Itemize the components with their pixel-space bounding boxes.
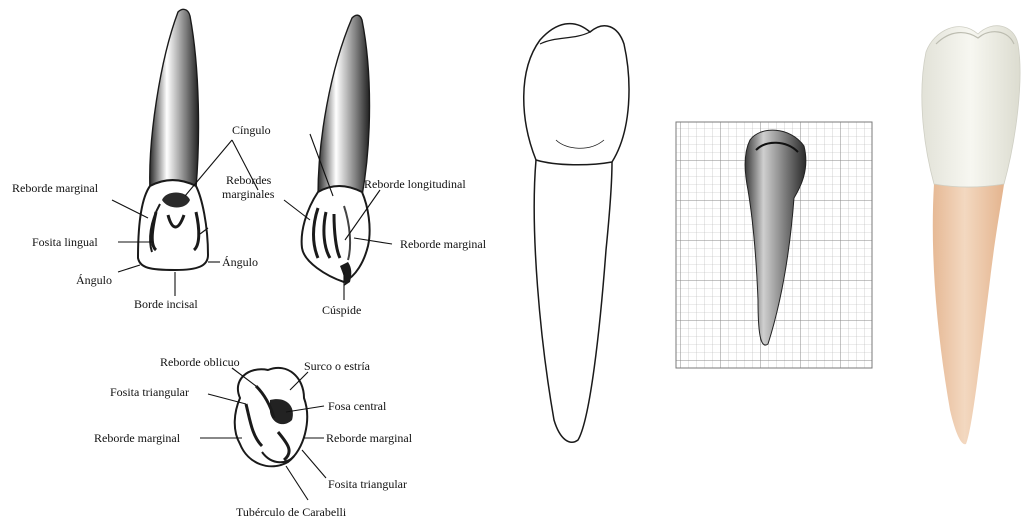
label-reborde-marginal-right: Reborde marginal	[326, 431, 413, 445]
incisor-lingual-diagram: Cíngulo Reborde marginal Fosita lingual …	[12, 9, 271, 311]
outline-crown	[524, 24, 629, 165]
tooth-grid-scan	[676, 122, 872, 368]
label-fosita-triangular-top: Fosita triangular	[110, 385, 189, 399]
label-cingulo: Cíngulo	[232, 123, 271, 137]
label-tuberculo-carabelli: Tubérculo de Carabelli	[236, 505, 347, 519]
molar-outline	[235, 368, 307, 466]
label-reborde-marginal-canine: Reborde marginal	[400, 237, 487, 251]
tooth-outline-drawing	[524, 24, 629, 443]
label-angulo-left: Ángulo	[76, 273, 112, 287]
outline-root	[534, 160, 612, 442]
rendered-root	[933, 184, 1004, 444]
label-angulo-right: Ángulo	[222, 255, 258, 269]
label-surco-estria: Surco o estría	[304, 359, 371, 373]
label-rebordes-marginales-2: marginales	[222, 187, 275, 201]
label-fosa-central: Fosa central	[328, 399, 387, 413]
label-rebordes-marginales-1: Rebordes	[226, 173, 272, 187]
label-fosita-triangular-bottom: Fosita triangular	[328, 477, 407, 491]
rendered-crown	[922, 26, 1020, 187]
tooth-color-render	[922, 26, 1020, 445]
molar-occlusal-diagram: Reborde oblicuo Surco o estría Fosita tr…	[94, 355, 413, 519]
label-reborde-marginal: Reborde marginal	[12, 181, 99, 195]
incisor-root	[150, 9, 199, 190]
label-reborde-oblicuo: Reborde oblicuo	[160, 355, 240, 369]
label-cuspide: Cúspide	[322, 303, 361, 317]
canine-root	[318, 15, 370, 196]
label-fosita-lingual: Fosita lingual	[32, 235, 98, 249]
label-reborde-marginal-left: Reborde marginal	[94, 431, 181, 445]
canine-lingual-diagram: Rebordes marginales Reborde longitudinal…	[222, 15, 487, 317]
label-borde-incisal: Borde incisal	[134, 297, 198, 311]
label-reborde-longitudinal: Reborde longitudinal	[364, 177, 466, 191]
